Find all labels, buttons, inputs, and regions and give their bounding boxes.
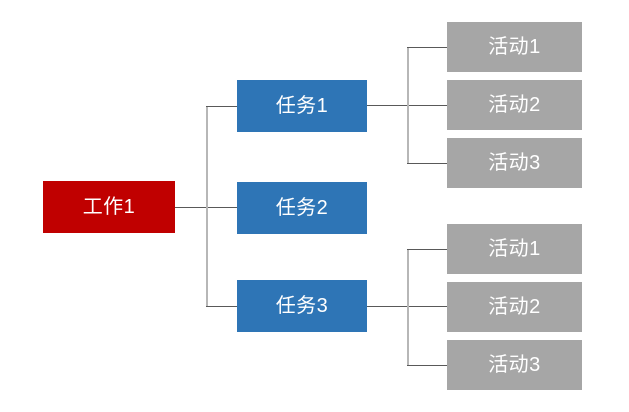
- node-task1-activity-2: 活动2: [447, 80, 582, 130]
- connector-task1-vertical: [407, 47, 409, 164]
- connector-to-activity1-top: [407, 47, 447, 48]
- connector-to-activity1-bottom: [407, 249, 447, 250]
- node-task3-activity-1: 活动1: [447, 224, 582, 274]
- node-work-1: 工作1: [43, 181, 175, 233]
- node-task-1: 任务1: [237, 80, 367, 132]
- node-task1-activity-3: 活动3: [447, 138, 582, 188]
- connector-to-task3: [206, 306, 237, 307]
- node-task-2: 任务2: [237, 182, 367, 234]
- node-task3-activity-2: 活动2: [447, 282, 582, 332]
- connector-to-activity3-bottom: [407, 365, 447, 366]
- node-task1-activity-1: 活动1: [447, 22, 582, 72]
- node-task-3: 任务3: [237, 280, 367, 332]
- connector-to-task1: [206, 106, 237, 107]
- node-task3-activity-3: 活动3: [447, 340, 582, 390]
- connector-to-activity3-top: [407, 163, 447, 164]
- connector-left-vertical: [206, 106, 208, 307]
- connector-task3-vertical: [407, 249, 409, 366]
